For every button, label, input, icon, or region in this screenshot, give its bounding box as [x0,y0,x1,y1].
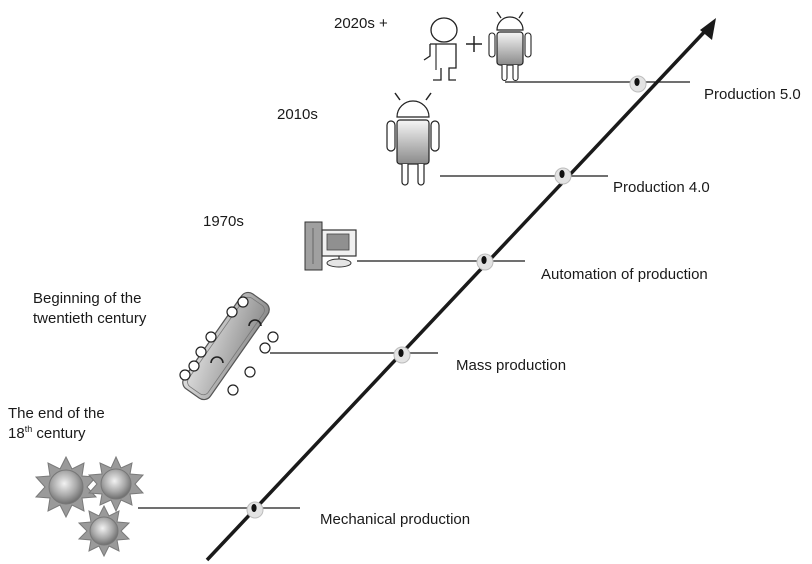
era-label-2010s: 2010s [277,106,318,123]
stage-mechanical [34,455,300,558]
gear-sun-icon [34,455,145,558]
node-marker [476,253,494,271]
stage-label-p50: Production 5.0 [704,86,801,103]
robot-icon [386,92,440,186]
stage-p50 [423,11,690,93]
timeline-arrow [205,18,716,562]
stage-label-mass: Mass production [456,357,567,374]
conveyor-icon [179,291,279,401]
stage-mass [179,291,438,401]
stage-label-automation: Automation of production [541,266,708,283]
stage-label-p40: Production 4.0 [613,179,710,196]
era-line-2: 18th century [8,424,86,443]
era-label-20th-century: Beginning of the twentieth century [33,289,146,329]
node-marker [554,167,572,185]
computer-icon [304,221,357,271]
node-marker [246,501,264,519]
era-line-1: Beginning of the [33,290,142,307]
era-line-1: The end of the [8,405,105,422]
era-label-1970s: 1970s [203,213,244,230]
stage-p40 [386,92,608,186]
era-label-18th-century: The end of the 18th century [8,404,105,444]
stage-automation [304,221,525,271]
era-line-2: twentieth century [33,310,147,327]
stage-label-mechanical: Mechanical production [320,511,471,528]
node-marker [629,75,647,93]
human-plus-robot-icon [423,11,532,82]
node-marker [393,346,411,364]
era-label-2020s: 2020s + [334,15,388,32]
